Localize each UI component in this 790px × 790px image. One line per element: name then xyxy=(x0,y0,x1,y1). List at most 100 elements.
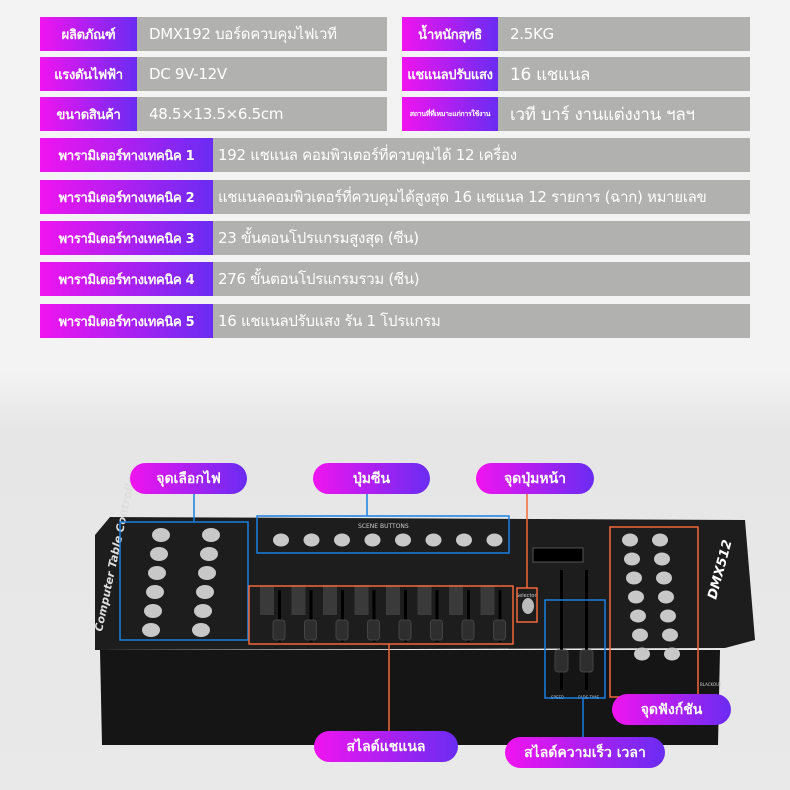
channel-fader[interactable] xyxy=(398,619,412,641)
fader-track xyxy=(404,590,407,642)
function-button[interactable] xyxy=(628,590,644,604)
highlight-scene-buttons xyxy=(256,515,510,554)
function-button[interactable] xyxy=(624,552,640,566)
function-button[interactable] xyxy=(626,571,642,585)
scene-button[interactable] xyxy=(334,533,350,547)
device-front-panel xyxy=(95,517,755,650)
tech-label: พารามิเตอร์ทางเทคนิค 3 xyxy=(40,221,213,255)
function-button[interactable] xyxy=(634,647,650,661)
fixture-button[interactable] xyxy=(194,604,212,618)
channel-fader[interactable] xyxy=(493,619,506,641)
scene-button[interactable] xyxy=(364,533,381,547)
spec-value: เวที บาร์ งานแต่งงาน ฯลฯ xyxy=(498,97,750,131)
fader-scale xyxy=(417,585,432,615)
function-button[interactable] xyxy=(662,628,678,642)
spec-label: แชแนลปรับแสง xyxy=(402,57,498,91)
fixture-button[interactable] xyxy=(192,623,210,637)
speed-fade-fader[interactable] xyxy=(554,649,569,673)
fixture-button[interactable] xyxy=(150,547,168,561)
channel-fader[interactable] xyxy=(430,619,443,641)
device-base xyxy=(100,650,720,745)
callout-page-button: จุดปุ่มหน้า xyxy=(476,463,594,494)
fader-scale xyxy=(291,585,306,615)
function-button[interactable] xyxy=(658,590,674,604)
tech-value: 23 ขั้นตอนโปรแกรมสูงสุด (ซีน) xyxy=(213,221,750,255)
highlight-light-select xyxy=(119,521,249,641)
tech-label: พารามิเตอร์ทางเทคนิค 4 xyxy=(40,262,213,296)
spec-value: DC 9V-12V xyxy=(137,57,387,91)
fader-track xyxy=(278,590,281,642)
function-button[interactable] xyxy=(654,552,670,566)
spec-value: 16 แชแนล xyxy=(498,57,750,91)
page-select-button[interactable] xyxy=(522,598,534,614)
highlight-speed-sliders xyxy=(544,599,606,699)
scene-button[interactable] xyxy=(395,533,411,547)
scene-button[interactable] xyxy=(273,533,289,547)
callout-light-select: จุดเลือกไฟ xyxy=(130,463,247,494)
tech-value: 16 แชแนลปรับแสง รัน 1 โปรแกรม xyxy=(213,304,750,338)
fixture-button[interactable] xyxy=(146,585,164,599)
fader-track xyxy=(585,570,588,690)
blackout-text: BLACKOUT xyxy=(700,682,722,687)
tech-value: แชแนลคอมพิวเตอร์ที่ควบคุมได้สูงสุด 16 แช… xyxy=(213,180,750,214)
fader-track xyxy=(372,590,376,642)
callout-speed-fade-sliders: สไลด์ความเร็ว เวลา xyxy=(505,737,665,768)
scene-header-text: SCENE BUTTONS xyxy=(358,523,409,530)
tech-label: พารามิเตอร์ทางเทคนิค 2 xyxy=(40,180,213,214)
spec-row-product: ผลิตภัณฑ์DMX192 บอร์ดควบคุมไฟเวที xyxy=(40,17,387,51)
channel-fader[interactable] xyxy=(367,619,380,641)
fader-track xyxy=(467,590,470,642)
function-button[interactable] xyxy=(656,571,672,585)
fader-track xyxy=(309,590,313,642)
led-display xyxy=(532,547,584,563)
function-button[interactable] xyxy=(664,647,680,661)
fader-scale xyxy=(323,585,337,615)
channel-fader[interactable] xyxy=(335,619,349,641)
function-button[interactable] xyxy=(622,533,638,547)
spec-value: DMX192 บอร์ดควบคุมไฟเวที xyxy=(137,17,387,51)
channel-fader[interactable] xyxy=(304,619,317,641)
fixture-button[interactable] xyxy=(196,585,214,599)
tech-label: พารามิเตอร์ทางเทคนิค 1 xyxy=(40,138,213,172)
speed-fade-fader[interactable] xyxy=(579,649,594,673)
fixture-button[interactable] xyxy=(142,623,160,637)
fixture-button[interactable] xyxy=(200,547,218,561)
channel-fader[interactable] xyxy=(461,619,475,641)
function-button[interactable] xyxy=(632,628,648,642)
function-button[interactable] xyxy=(652,533,668,547)
fader-track xyxy=(341,590,344,642)
fader-scale xyxy=(260,585,274,615)
fader-scale xyxy=(480,585,495,615)
fixture-button[interactable] xyxy=(148,566,166,580)
scene-button[interactable] xyxy=(303,533,320,547)
callout-scene-buttons: ปุ่มซีน xyxy=(313,463,430,494)
scene-button[interactable] xyxy=(486,533,503,547)
fader-scale xyxy=(354,585,369,615)
spec-row-venue: สถานที่ที่เหมาะแก่การใช้งานเวที บาร์ งาน… xyxy=(402,97,750,131)
fixture-button[interactable] xyxy=(198,566,216,580)
callout-channel-sliders: สไลด์แชแนล xyxy=(314,731,458,762)
fixture-button[interactable] xyxy=(152,528,170,542)
scene-button[interactable] xyxy=(456,533,472,547)
button-group xyxy=(142,528,680,661)
spec-section: ผลิตภัณฑ์DMX192 บอร์ดควบคุมไฟเวที แรงดัน… xyxy=(0,0,790,370)
spec-value: 48.5×13.5×6.5cm xyxy=(137,97,387,131)
spec-value: 2.5KG xyxy=(498,17,750,51)
fixture-button[interactable] xyxy=(144,604,162,618)
fader-track xyxy=(435,590,439,642)
tech-label: พารามิเตอร์ทางเทคนิค 5 xyxy=(40,304,213,338)
scene-button[interactable] xyxy=(425,533,442,547)
fader-track xyxy=(498,590,502,642)
tech-value: 276 ขั้นตอนโปรแกรมรวม (ซีน) xyxy=(213,262,750,296)
channel-fader[interactable] xyxy=(272,619,286,641)
fixture-button[interactable] xyxy=(202,528,220,542)
function-button[interactable] xyxy=(660,609,676,623)
function-button[interactable] xyxy=(630,609,646,623)
